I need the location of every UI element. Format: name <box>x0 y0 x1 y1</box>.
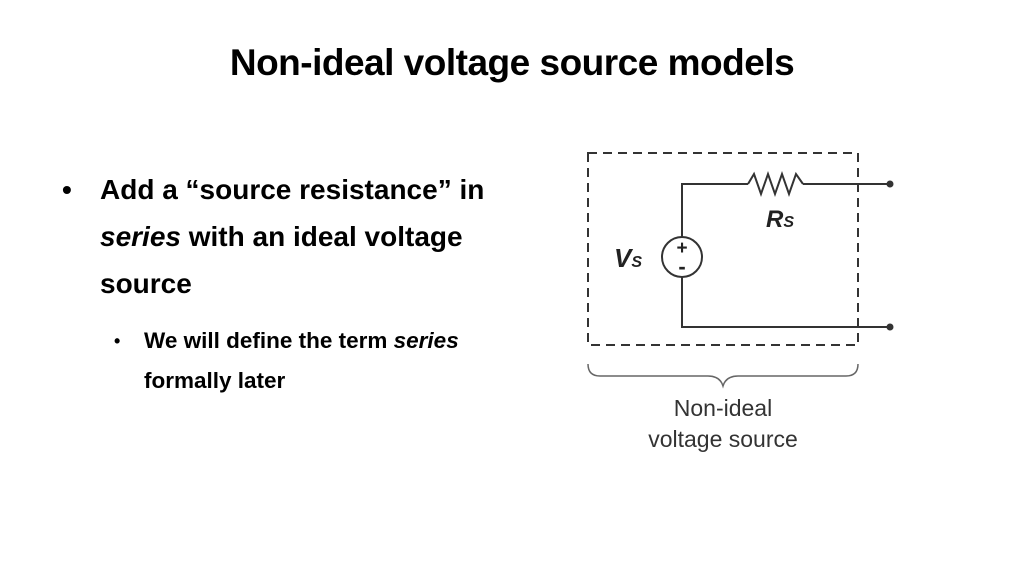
terminal-bottom <box>886 323 894 331</box>
top-wire-left <box>681 183 748 237</box>
sub-bullet-marker: • <box>114 331 121 351</box>
source-label: VS <box>614 243 643 273</box>
bullet-item-main: • Add a “source resistance” in series wi… <box>62 166 502 307</box>
diagram-caption: Non-ideal voltage source <box>600 393 846 455</box>
sub-bullet-emphasis: series <box>393 328 459 353</box>
bullet-text-before: Add a “source resistance” in <box>100 174 485 205</box>
terminal-top <box>886 180 894 188</box>
caption-line-1: Non-ideal <box>673 395 773 421</box>
bullet-item-sub: • We will define the term series formall… <box>114 321 502 401</box>
sub-bullet-text-before: We will define the term <box>144 328 394 353</box>
caption-line-2: voltage source <box>648 426 798 452</box>
sub-bullet-text-after: formally later <box>144 368 286 393</box>
resistor-label: RS <box>766 206 795 233</box>
resistor-rs <box>747 170 804 198</box>
source-label-subscript: S <box>631 254 643 271</box>
dashed-enclosure <box>587 152 859 346</box>
bullet-emphasis: series <box>100 221 181 252</box>
circuit-diagram: + - VS RS Non-ideal voltage source <box>570 140 910 470</box>
slide-title: Non-ideal voltage source models <box>229 42 795 83</box>
curly-brace <box>587 363 859 389</box>
bottom-wire <box>681 277 890 328</box>
bullet-text-after: with an ideal voltage source <box>100 221 463 299</box>
bullet-marker: • <box>62 174 72 205</box>
circuit-svg: + - <box>587 152 894 389</box>
resistor-label-subscript: S <box>783 214 795 231</box>
bullet-list: • Add a “source resistance” in series wi… <box>62 166 502 401</box>
minus-sign: - <box>678 254 685 279</box>
plus-sign: + <box>676 238 687 259</box>
